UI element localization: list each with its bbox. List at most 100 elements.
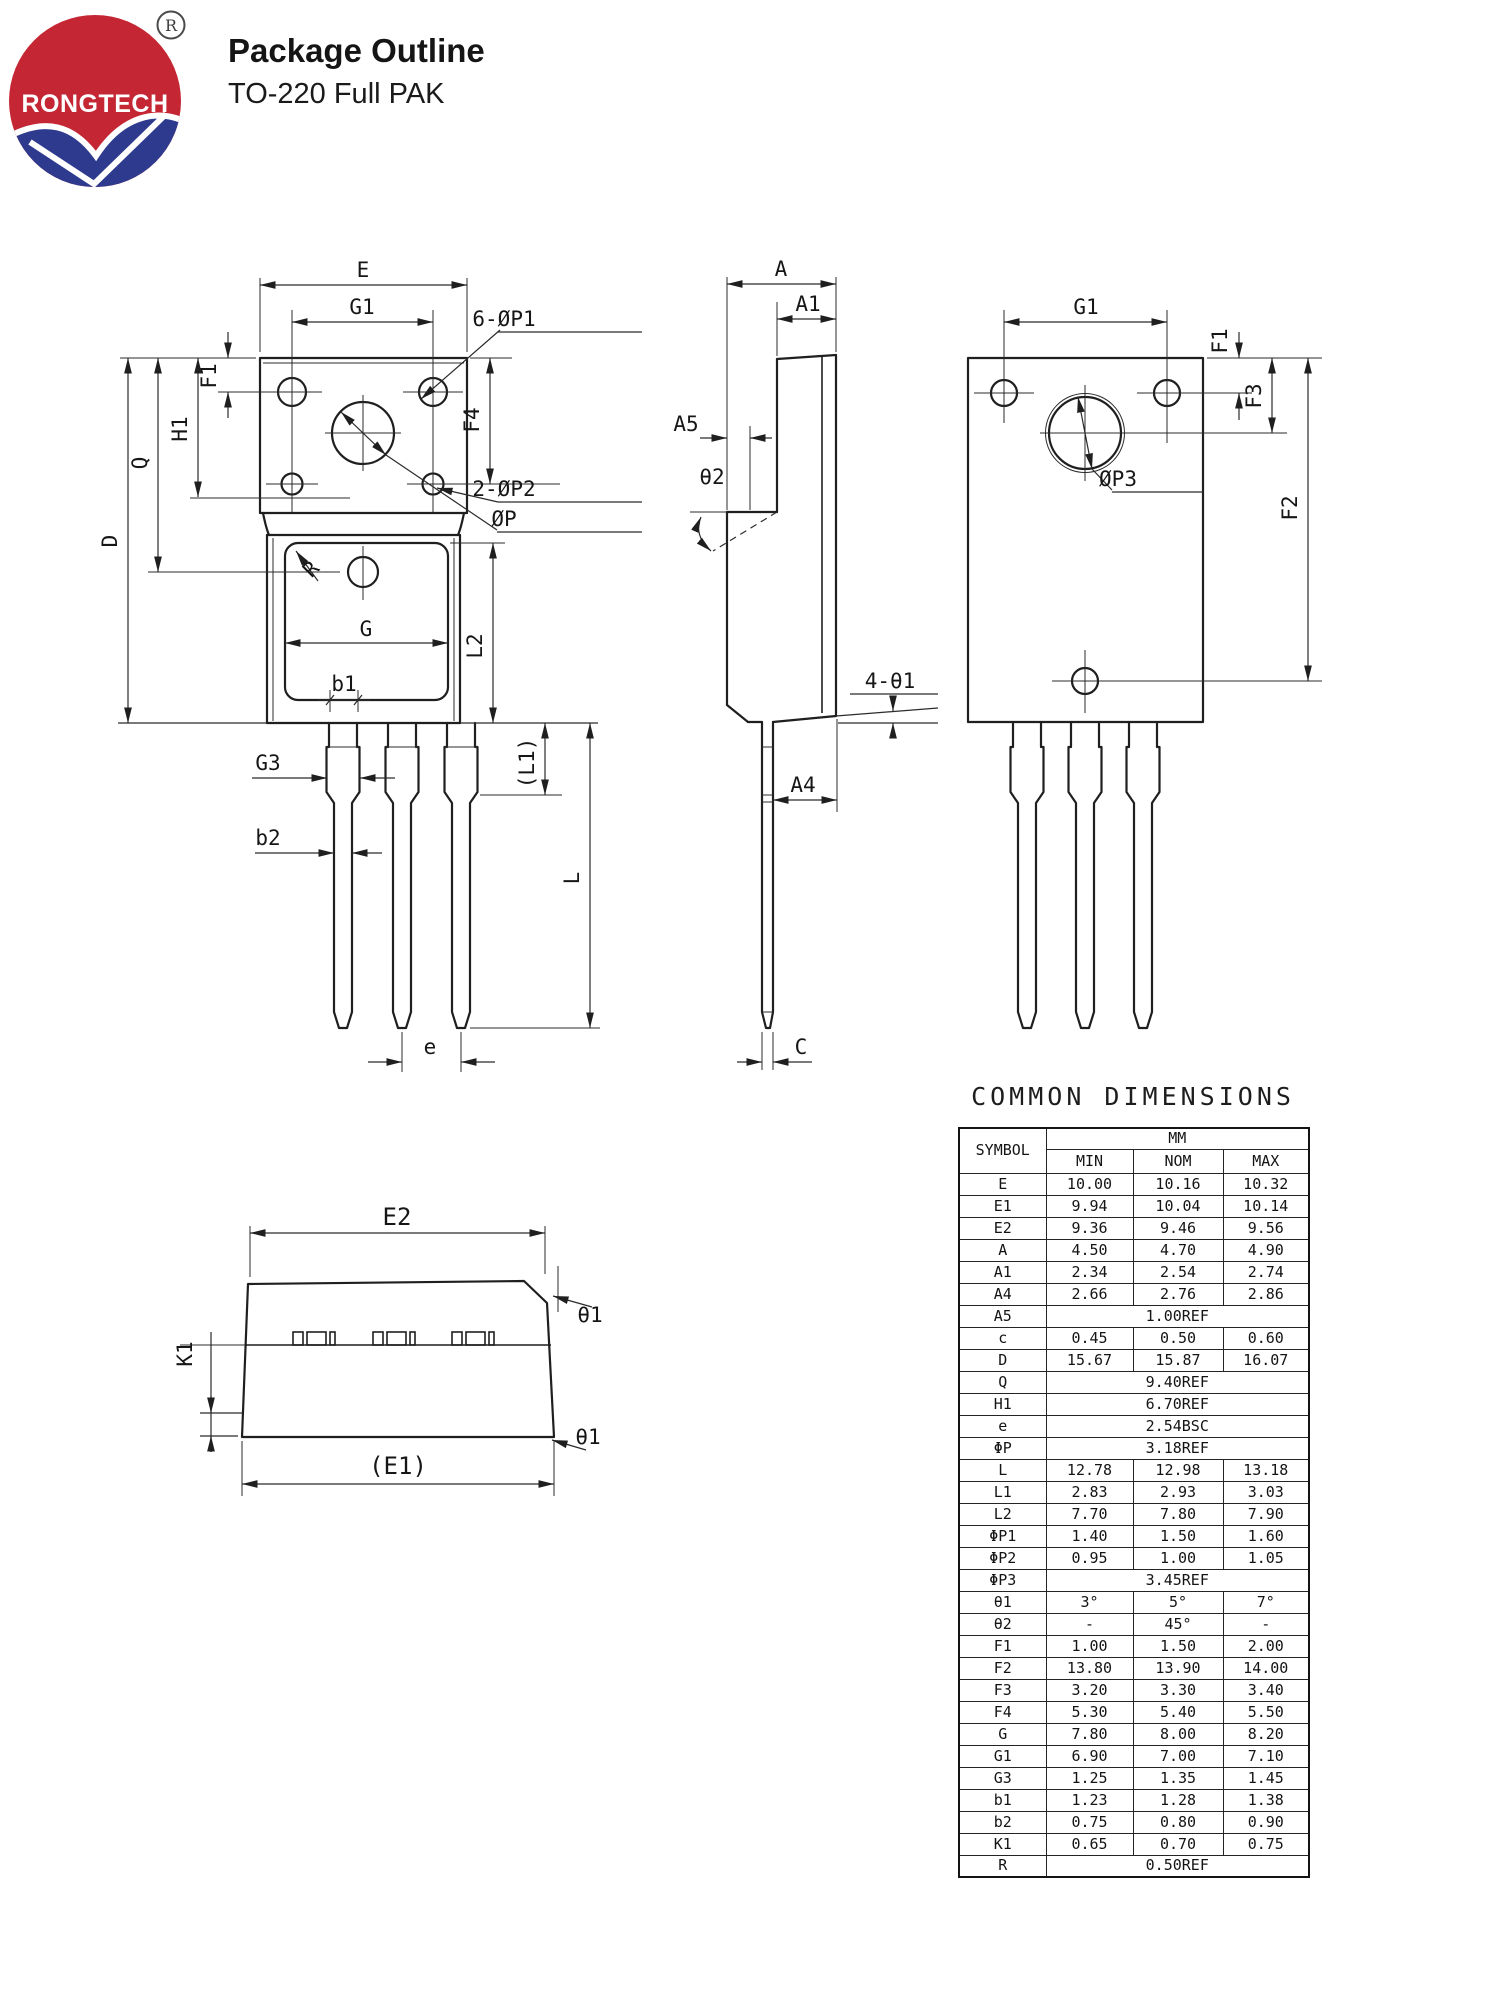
cell-nom: 4.70 (1132, 1238, 1224, 1262)
cell-span-value: 1.00REF (1045, 1304, 1310, 1328)
cell-max: 3.03 (1222, 1480, 1310, 1504)
registered-mark-icon (156, 10, 186, 40)
cell-max: 16.07 (1222, 1348, 1310, 1372)
cell-nom: 9.46 (1132, 1216, 1224, 1240)
cell-nom: 5.40 (1132, 1700, 1224, 1724)
cell-symbol: G3 (958, 1766, 1047, 1790)
dim-label-b1: b1 (331, 672, 356, 696)
logo-wave-gap (9, 112, 181, 162)
cell-max: 0.60 (1222, 1326, 1310, 1350)
table-row: θ2-45°- (958, 1612, 1310, 1636)
cell-nom: 1.35 (1132, 1766, 1224, 1790)
cell-min: 12.78 (1045, 1458, 1134, 1482)
cell-span-value: 6.70REF (1045, 1392, 1310, 1416)
cell-min: 7.70 (1045, 1502, 1134, 1526)
cell-min: 1.00 (1045, 1634, 1134, 1658)
angle-label-theta1-top: θ1 (577, 1303, 602, 1327)
cell-symbol: e (958, 1414, 1047, 1438)
cell-symbol: L (958, 1458, 1047, 1482)
back-view: G1 F1 F3 F2 ØP3 (966, 295, 1322, 1030)
cell-max: 0.75 (1222, 1832, 1310, 1856)
cell-symbol: G1 (958, 1744, 1047, 1768)
angle-label-theta1-bottom: θ1 (575, 1425, 600, 1449)
cell-nom: 1.50 (1132, 1524, 1224, 1548)
cell-max: 1.38 (1222, 1788, 1310, 1812)
cell-max: 2.00 (1222, 1634, 1310, 1658)
cell-symbol: ΦP3 (958, 1568, 1047, 1592)
cell-nom: 13.90 (1132, 1656, 1224, 1680)
col-header-min: MIN (1045, 1148, 1134, 1174)
cell-max: 8.20 (1222, 1722, 1310, 1746)
dim-label-L2: L2 (463, 633, 487, 658)
dim-label-K1: K1 (173, 1341, 197, 1366)
cell-max: 10.14 (1222, 1194, 1310, 1218)
lead-pin (1067, 720, 1103, 1030)
dim-label-E2: E2 (383, 1203, 412, 1231)
dim-label-G: G (360, 617, 373, 641)
cell-symbol: θ1 (958, 1590, 1047, 1614)
cell-min: 2.66 (1045, 1282, 1134, 1306)
cell-symbol: E2 (958, 1216, 1047, 1240)
cell-symbol: ΦP (958, 1436, 1047, 1460)
hole-note-P3: ØP3 (1099, 467, 1137, 491)
cell-nom: 2.93 (1132, 1480, 1224, 1504)
dim-label-L1: (L1) (515, 738, 539, 789)
dim-label-G3: G3 (255, 751, 280, 775)
dim-label-A4: A4 (790, 773, 815, 797)
dim-label-D: D (98, 535, 122, 548)
cell-symbol: A4 (958, 1282, 1047, 1306)
dim-label-A: A (775, 257, 788, 281)
logo-brand-text: RONGTECH (21, 90, 168, 118)
cell-symbol: F4 (958, 1700, 1047, 1724)
cell-min: 10.00 (1045, 1172, 1134, 1196)
cell-symbol: L1 (958, 1480, 1047, 1504)
dim-label-A1: A1 (795, 292, 820, 316)
cell-span-value: 3.18REF (1045, 1436, 1310, 1460)
cell-min: 7.80 (1045, 1722, 1134, 1746)
cell-max: 2.86 (1222, 1282, 1310, 1306)
cell-nom: 10.04 (1132, 1194, 1224, 1218)
dim-label-L: L (560, 872, 584, 885)
dim-label-F1: F1 (197, 363, 221, 388)
cell-nom: 1.50 (1132, 1634, 1224, 1658)
cell-nom: 1.00 (1132, 1546, 1224, 1570)
dim-label-F1-back: F1 (1208, 328, 1232, 353)
lead-pin (1125, 720, 1161, 1030)
cell-symbol: A5 (958, 1304, 1047, 1328)
page-title: Package Outline (228, 32, 485, 69)
cell-max: - (1222, 1612, 1310, 1636)
cell-span-value: 9.40REF (1045, 1370, 1310, 1394)
registered-mark-letter: R (165, 16, 178, 35)
cell-min: 13.80 (1045, 1656, 1134, 1680)
cell-min: 0.75 (1045, 1810, 1134, 1834)
dim-label-E1: (E1) (369, 1452, 427, 1480)
cell-span-value: 0.50REF (1045, 1854, 1310, 1878)
col-header-unit: MM (1045, 1127, 1310, 1150)
dim-label-G1: G1 (349, 295, 374, 319)
lead-pin (325, 721, 361, 1030)
side-view: A A1 A5 θ2 4-θ1 A4 (673, 257, 939, 1070)
dim-label-A5: A5 (673, 412, 698, 436)
cell-nom: 7.80 (1132, 1502, 1224, 1526)
cell-min: - (1045, 1612, 1134, 1636)
cell-span-value: 3.45REF (1045, 1568, 1310, 1592)
cell-symbol: H1 (958, 1392, 1047, 1416)
cell-min: 5.30 (1045, 1700, 1134, 1724)
